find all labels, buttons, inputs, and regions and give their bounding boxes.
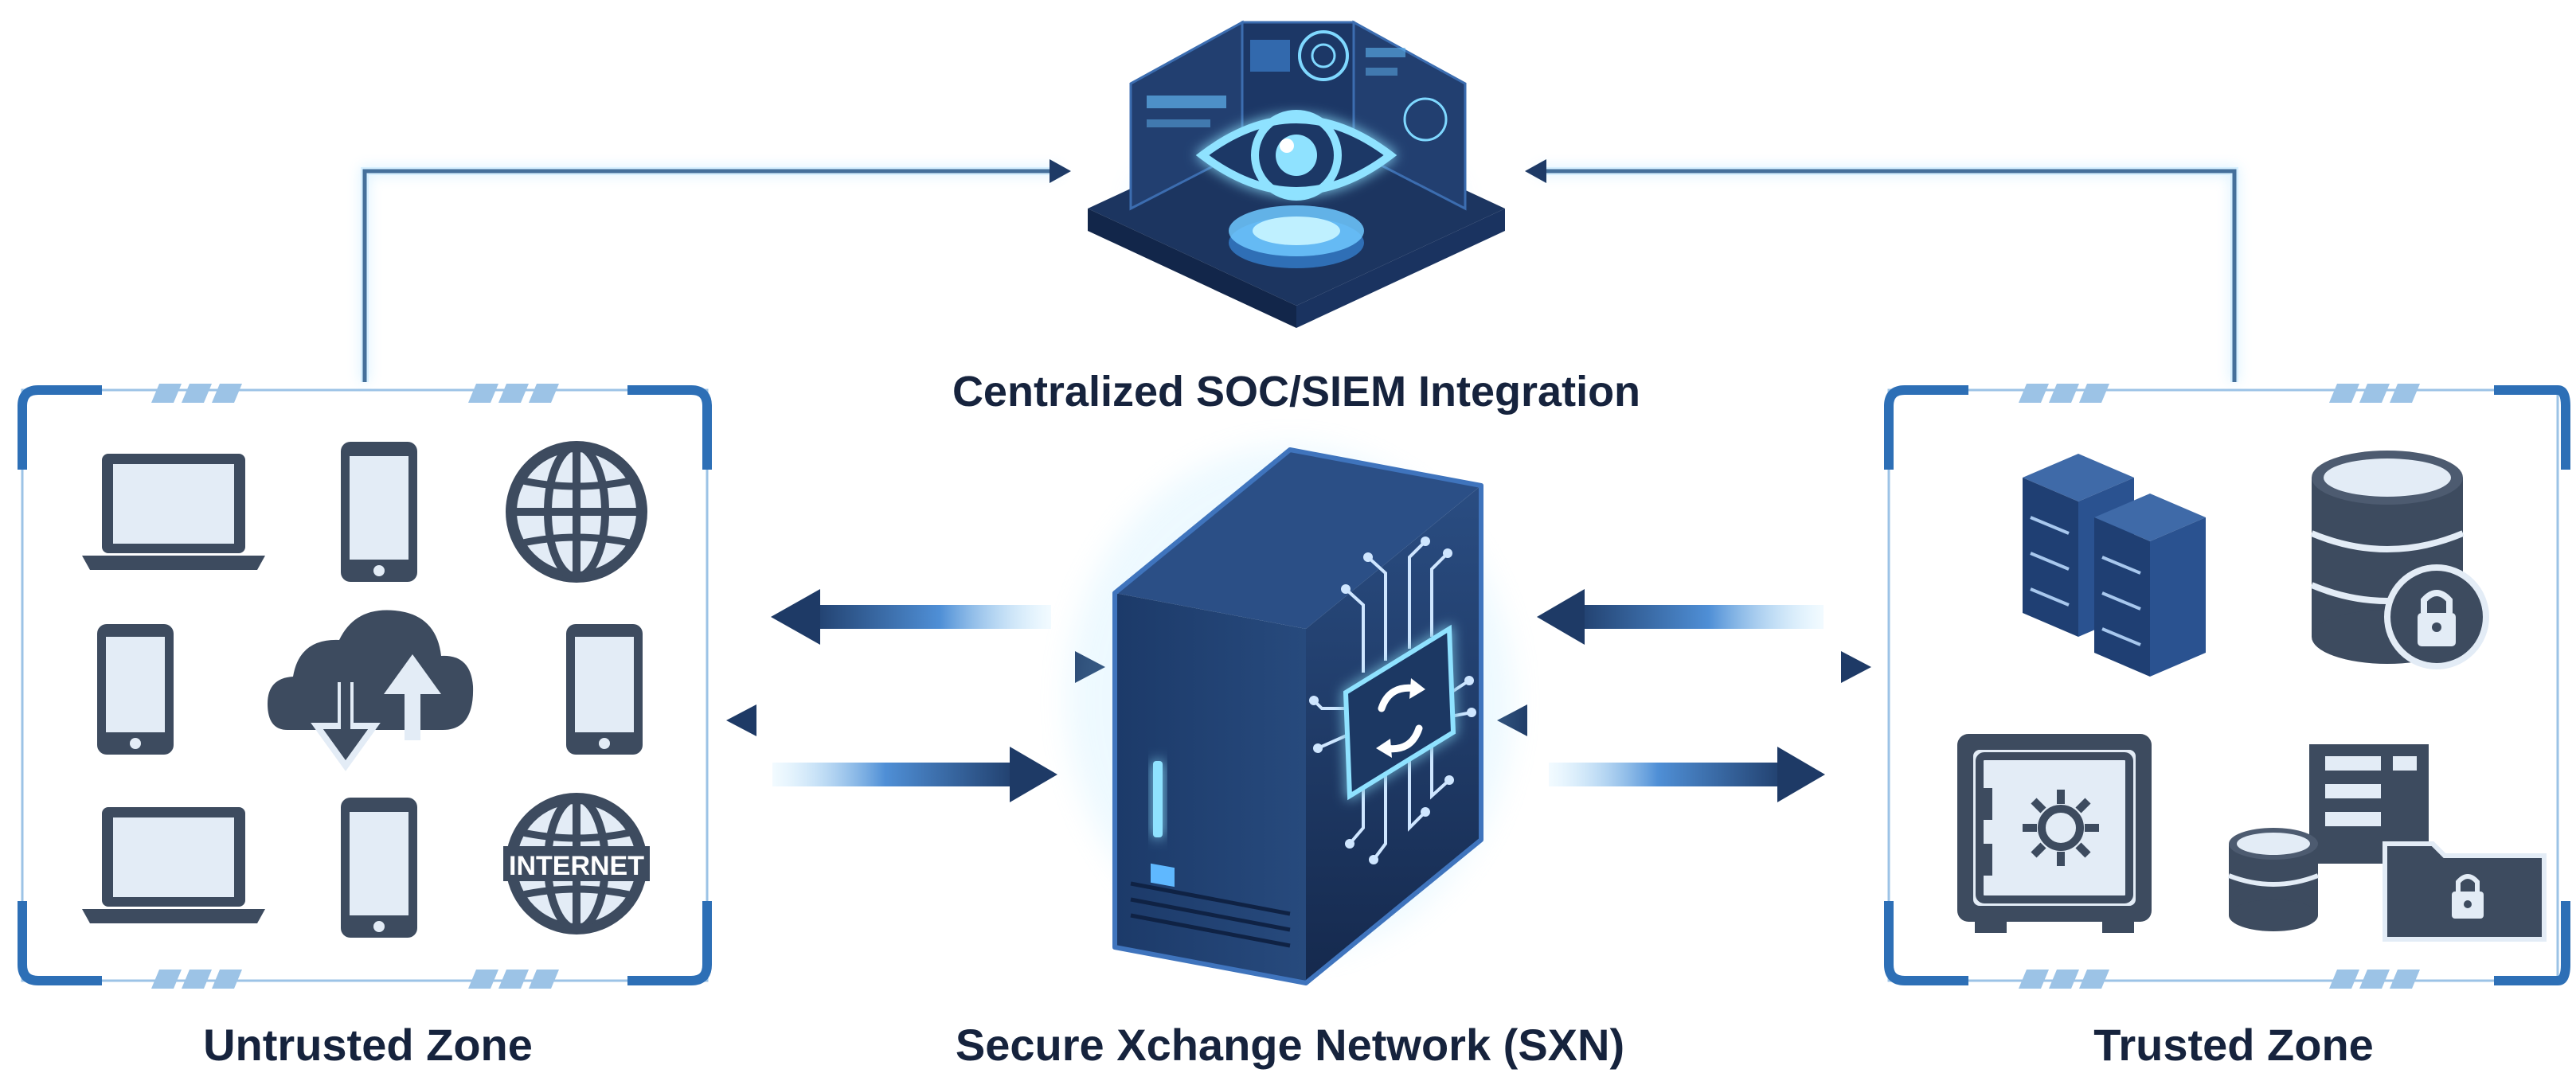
arrow-to-soc-left: [1050, 159, 1071, 183]
arrow-left-head: [1537, 589, 1585, 645]
smartphone-icon: [341, 442, 417, 582]
soc-label: Centralized SOC/SIEM Integration: [952, 368, 1640, 416]
soc-connectors: [361, 159, 2238, 382]
smartphone-icon: [97, 624, 174, 755]
laptop-icon: [82, 454, 265, 570]
arrow-left-head: [726, 704, 756, 736]
untrusted-zone-frame: [18, 384, 712, 989]
arrow-left-head: [771, 589, 820, 645]
cloud-upload-download-icon: [268, 610, 474, 771]
smartphone-icon: [341, 798, 417, 938]
arrow-right-head: [1010, 747, 1057, 802]
globe-icon: [506, 441, 647, 583]
server-rack-icon: [2023, 454, 2206, 677]
smartphone-icon: [566, 624, 643, 755]
sxn-label: Secure Xchange Network (SXN): [956, 1020, 1624, 1070]
monitoring-eye-icon: [1088, 20, 1505, 328]
arrow-right-head: [1841, 651, 1871, 683]
arrow-to-soc-right: [1525, 159, 1546, 183]
arrow-right-head: [1777, 747, 1825, 802]
left-flow-arrows: [723, 589, 1107, 802]
secure-exchange-chip-icon: [1067, 446, 1513, 985]
locked-database-icon: [2310, 451, 2489, 669]
database-folder-lock-icon: [2227, 744, 2547, 942]
untrusted-zone-label: Untrusted Zone: [203, 1020, 533, 1070]
internet-label: INTERNET: [509, 851, 644, 881]
right-flow-arrows: [1493, 589, 1873, 802]
laptop-icon: [82, 807, 265, 923]
internet-globe-icon: INTERNET: [503, 793, 650, 934]
trusted-zone-label: Trusted Zone: [2093, 1020, 2374, 1070]
trusted-zone-frame: [1884, 384, 2570, 989]
vault-safe-icon: [1957, 734, 2152, 933]
